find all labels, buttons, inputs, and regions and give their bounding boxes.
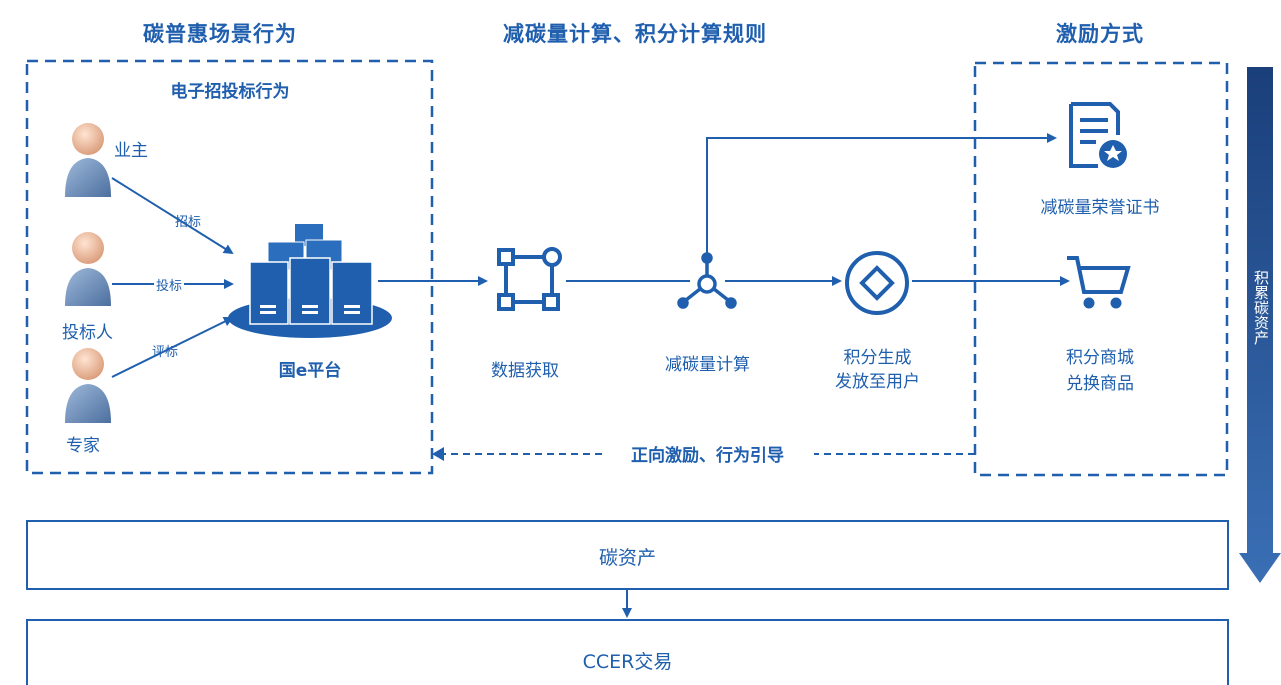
actor-bidder-label: 投标人 [62, 323, 113, 343]
side-accumulate-arrow [1239, 67, 1281, 583]
actor-expert-label: 专家 [66, 436, 100, 456]
certificate-icon [1069, 102, 1127, 168]
carbon-asset-label: 碳资产 [598, 547, 656, 569]
person-icon-expert [65, 348, 111, 423]
header-scene-behavior: 碳普惠场景行为 [143, 22, 297, 46]
tender-arrow [111, 177, 234, 255]
server-cluster-icon [228, 224, 392, 338]
feedback-label: 正向激励、行为引导 [631, 446, 784, 466]
header-calc-rules: 减碳量计算、积分计算规则 [503, 22, 767, 46]
points-line1-label: 积分生成 [843, 348, 912, 368]
data-acquisition-label: 数据获取 [491, 361, 559, 381]
mall-line2-label: 兑换商品 [1066, 374, 1134, 394]
header-incentives: 激励方式 [1056, 22, 1144, 46]
evaluate-arrow [111, 317, 234, 378]
tender-label: 招标 [175, 215, 202, 230]
side-arrow-label: 积累碳资产 [1252, 270, 1270, 345]
data-nodes-icon [497, 247, 562, 311]
evaluate-label: 评标 [152, 345, 179, 360]
right-dashed-panel [973, 61, 1229, 477]
calc-to-certificate-arrow [706, 133, 1057, 262]
ccer-label: CCER交易 [582, 651, 673, 673]
diamond-circle-icon [845, 251, 909, 315]
left-dashed-panel [25, 59, 434, 475]
person-icon-owner [65, 123, 111, 197]
bid-label: 投标 [154, 275, 185, 294]
actor-owner-label: 业主 [114, 141, 148, 161]
feedback-arrowhead [432, 447, 444, 461]
left-panel-title: 电子招投标行为 [170, 82, 290, 102]
cart-icon [1067, 256, 1131, 309]
person-icon-bidder [65, 232, 111, 306]
points-line2-label: 发放至用户 [835, 372, 920, 392]
certificate-label: 减碳量荣誉证书 [1040, 198, 1160, 218]
branch-nodes-icon [677, 252, 737, 309]
ccer-box [26, 619, 1229, 685]
carbon-calc-label: 减碳量计算 [665, 355, 750, 375]
platform-label: 国e平台 [278, 361, 342, 381]
mall-line1-label: 积分商城 [1066, 348, 1134, 368]
